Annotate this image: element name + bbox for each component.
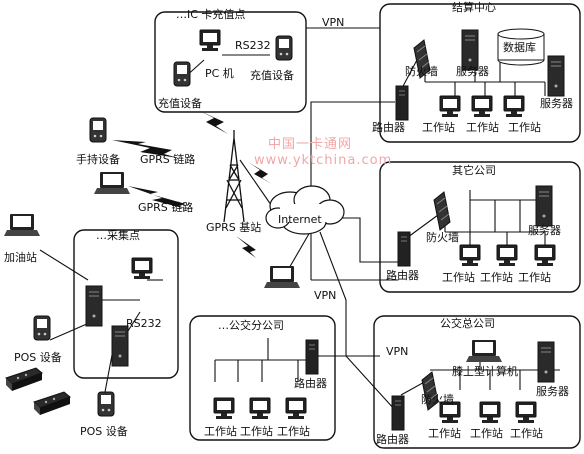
collector-pc-icon [131, 257, 153, 280]
workstation-icon [213, 397, 235, 420]
ic-recharge-box [154, 11, 307, 113]
branch-workstation-label: 工作站 [204, 425, 237, 438]
workstation-icon [471, 95, 493, 118]
firewall-icon [433, 191, 451, 231]
gprs-wireless-links [112, 110, 272, 258]
settlement-box [379, 3, 581, 143]
mobile-laptop-icon [264, 266, 300, 288]
ic-recharge-title: …IC 卡充值点 [176, 8, 246, 21]
watermark-cn: 中国一卡通网 [268, 137, 353, 152]
server-icon [535, 185, 553, 227]
settlement-title: 结算中心 [452, 1, 496, 14]
database-label: 数据库 [503, 41, 536, 54]
pc-label: PC 机 [205, 67, 234, 80]
head-title: 公交总公司 [440, 317, 495, 330]
other-workstation-label: 工作站 [518, 271, 551, 284]
pos-device-icon [97, 391, 115, 417]
gprs-station-label: GPRS 基站 [206, 221, 262, 234]
head-firewall-label: 防火墙 [421, 393, 454, 406]
other-workstation-label: 工作站 [480, 271, 513, 284]
workstation-icon [285, 397, 307, 420]
pc-icon [199, 29, 221, 52]
branch-title: …公交分公司 [218, 319, 284, 332]
head-box [373, 315, 581, 449]
router-icon [391, 395, 405, 431]
gas-station-laptop-icon [4, 214, 40, 236]
branch-workstation-label: 工作站 [277, 425, 310, 438]
gprs-link-label: GPRS 链路 [140, 153, 196, 166]
head-server-label: 服务器 [536, 385, 569, 398]
handheld-label: 手持设备 [76, 153, 120, 166]
gas-station-label: 加油站 [4, 251, 37, 264]
other-workstation-label: 工作站 [442, 271, 475, 284]
branch-box [189, 315, 336, 441]
head-workstation-label: 工作站 [510, 427, 543, 440]
watermark-url: www.yktchina.com [254, 153, 393, 168]
vpn-label: VPN [386, 345, 409, 358]
settlement-workstation-label: 工作站 [466, 121, 499, 134]
database-icon [497, 28, 545, 66]
head-router-label: 路由器 [376, 433, 409, 446]
internet-cloud [265, 185, 345, 235]
router-icon [305, 339, 319, 375]
workstation-icon [534, 244, 556, 267]
head-workstation-label: 工作站 [428, 427, 461, 440]
other-box [379, 161, 581, 293]
workstation-icon [459, 244, 481, 267]
settlement-firewall-label: 防火墙 [405, 65, 438, 78]
branch-workstation-label: 工作站 [240, 425, 273, 438]
settlement-workstation-label: 工作站 [422, 121, 455, 134]
device-label: 充值设备 [250, 69, 294, 82]
pos-device-label: POS 设备 [14, 351, 62, 364]
other-title: 其它公司 [452, 164, 496, 177]
collector-server-icon [85, 285, 103, 327]
workstation-icon [515, 401, 537, 424]
server-icon [547, 55, 565, 97]
server-icon [537, 341, 555, 383]
settlement-server-label: 服务器 [456, 65, 489, 78]
card-reader-icon [33, 391, 71, 416]
server-icon [461, 29, 479, 71]
settlement-router-label: 路由器 [372, 121, 405, 134]
vpn-label: VPN [322, 16, 345, 29]
vpn-label: VPN [314, 289, 337, 302]
recharge-device-label: 充值设备 [158, 97, 202, 110]
other-firewall-label: 防火墙 [426, 231, 459, 244]
workstation-icon [496, 244, 518, 267]
collect-title: …采集点 [96, 229, 140, 242]
handheld-laptop-icon [94, 172, 130, 194]
pos-device-icon [33, 315, 51, 341]
internet-label: Internet [278, 213, 322, 226]
recharge-device-icon [173, 61, 191, 87]
workstation-icon [479, 401, 501, 424]
other-server-label: 服务器 [528, 224, 561, 237]
laptop-computer-icon [466, 340, 502, 362]
card-reader-icon [5, 367, 43, 392]
router-icon [397, 231, 411, 267]
handheld-device-icon [89, 117, 107, 143]
branch-router-label: 路由器 [294, 377, 327, 390]
workstation-icon [439, 95, 461, 118]
router-icon [395, 85, 409, 121]
head-workstation-label: 工作站 [470, 427, 503, 440]
settlement-server2-label: 服务器 [540, 97, 573, 110]
pos-device-label: POS 设备 [80, 425, 128, 438]
recharge-device-icon [275, 35, 293, 61]
collector-server-icon [111, 325, 129, 367]
collect-rs232-label: RS232 [126, 317, 162, 330]
gprs-link-label: GPRS 链路 [138, 201, 194, 214]
rs232-label: RS232 [235, 39, 271, 52]
gprs-tower [223, 130, 245, 223]
laptop-label: 膝上型计算机 [452, 365, 518, 378]
settlement-workstation-label: 工作站 [508, 121, 541, 134]
other-router-label: 路由器 [386, 269, 419, 282]
workstation-icon [249, 397, 271, 420]
workstation-icon [503, 95, 525, 118]
collect-box [73, 229, 179, 379]
